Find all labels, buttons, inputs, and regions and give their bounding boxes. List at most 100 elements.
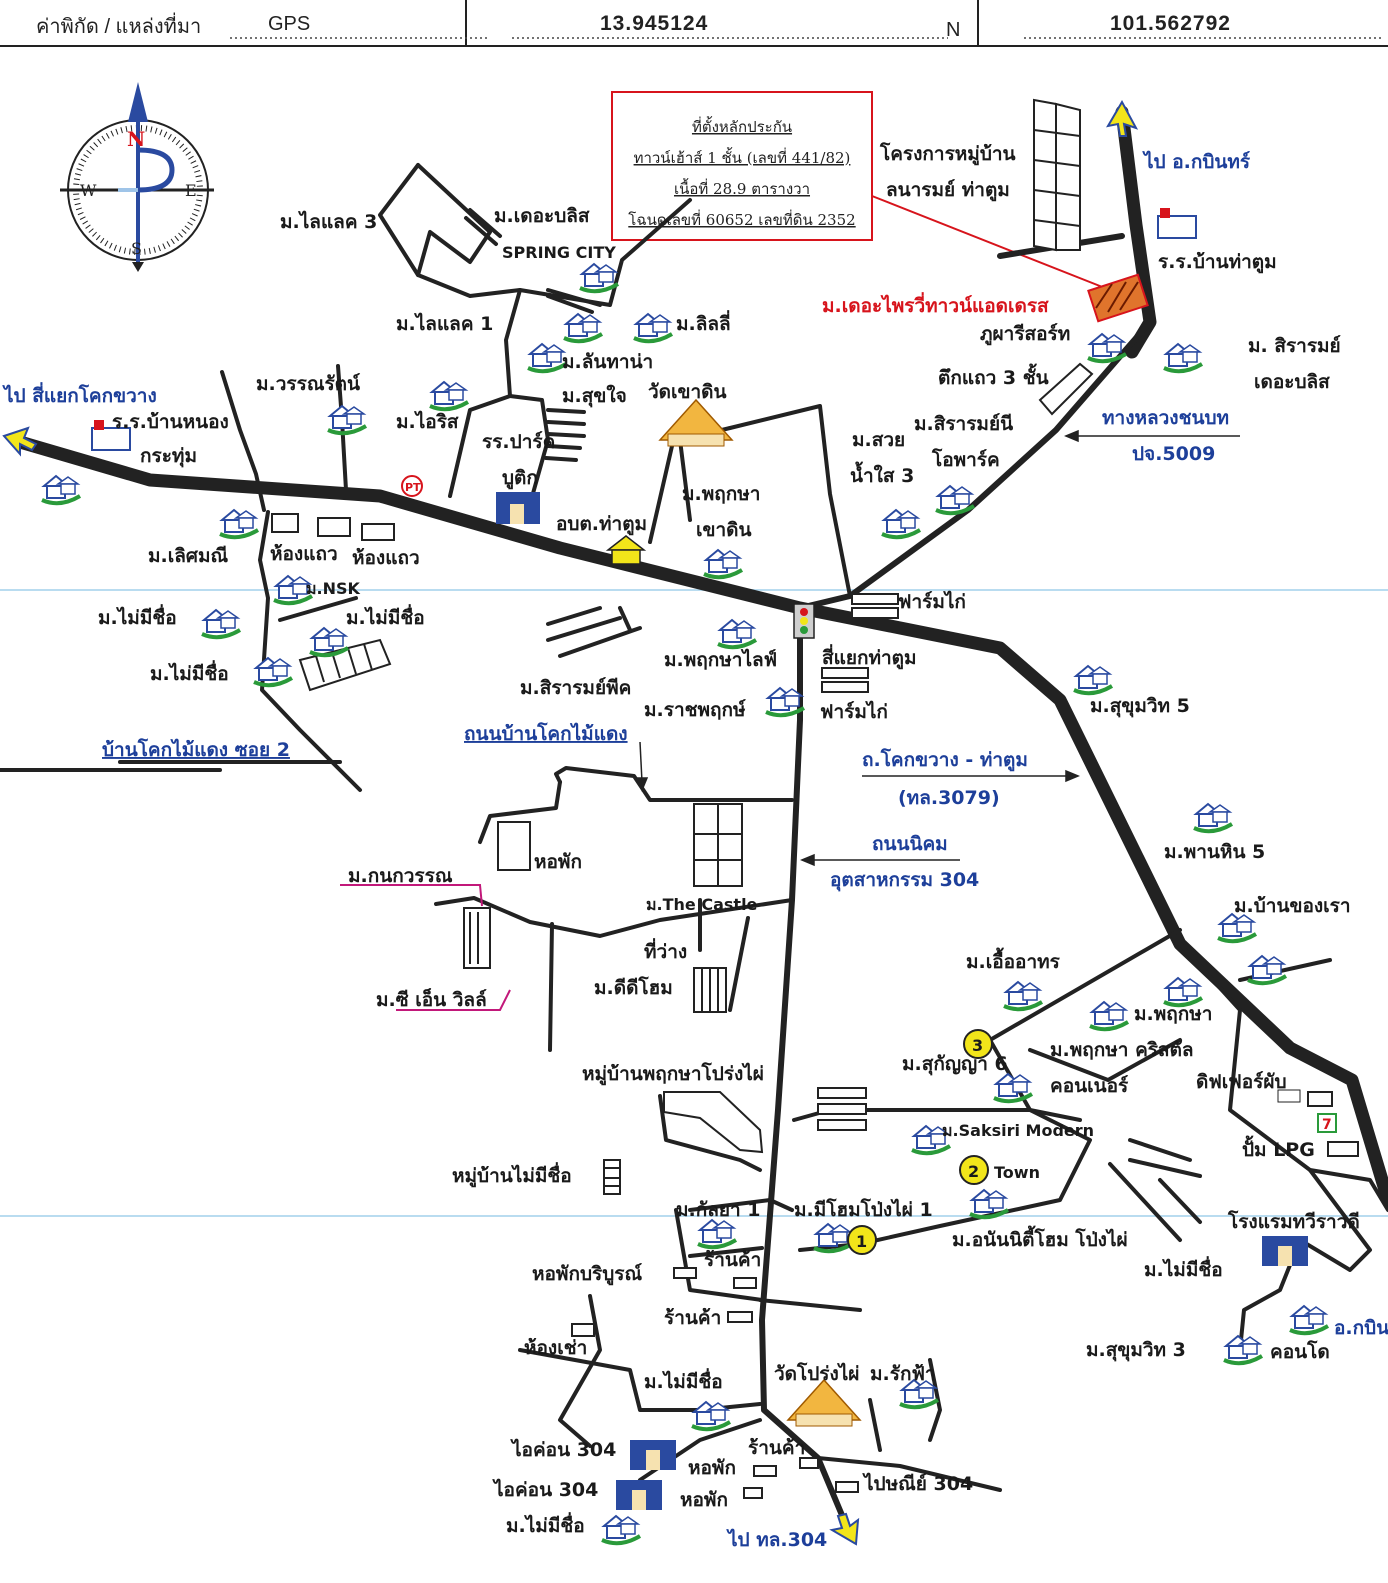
label: ม.วรรณรัตน์ [256,373,360,395]
compass-rose-icon: N S E W [60,82,214,272]
label: ม.เลิศมณี [148,545,228,567]
label: ถ.โคกขวาง - ท่าตูม [862,748,1028,772]
village-house-icon [1247,954,1288,986]
village-house-icon [881,508,922,540]
village-house-icon [527,342,568,374]
label: ม.พฤกษา [682,483,760,505]
marker-1: 1 [847,1225,877,1255]
label: ม.ไม่มีชื่อ [644,1368,723,1393]
office-building-icon [1262,1236,1308,1266]
label: ร้านค้า [704,1249,761,1271]
label: ถนนนิคม [872,833,948,855]
label: สี่แยกท่าตูม [822,644,917,670]
label: ฟาร์มไก่ [898,590,966,613]
label: ภูผารีสอร์ท [980,323,1070,346]
label: ที่ว่าง [644,938,687,963]
label: ม.กัลยา 1 [676,1199,761,1221]
label: ไป ทล.304 [726,1528,827,1551]
traffic-light-icon [793,603,815,639]
village-house-icon [273,574,314,606]
village-house-icon [327,404,368,436]
label: ปจ.5009 [1132,443,1215,465]
label: หอพัก [688,1457,736,1479]
info-box-deed: โฉนดเลขที่ 60652 เลขที่ดิน 2352 [628,209,855,229]
label: ห้องเช่า [524,1337,587,1359]
label: ม.ไม่มีชื่อ [1144,1256,1223,1281]
label: ลนารมย์ ท่าตูม [886,179,1010,202]
label: ห้องแถว [352,547,420,569]
coord-label: ค่าพิกัด / แหล่งที่มา [36,12,201,38]
label: ม.ไม่มีชื่อ [150,660,229,685]
village-house-icon [1163,976,1204,1008]
arrow-to-kokkwang-icon [2,426,38,457]
label: ไอค่อน 304 [492,1478,598,1501]
label: ถนนบ้านโคกไม้แดง [464,722,628,745]
compass-north: N [127,127,145,151]
village-house-icon [1003,980,1044,1012]
village-house-icon [253,656,294,688]
marker-2: 2 [959,1155,989,1185]
label: ม.ไม่มีชื่อ [98,604,177,629]
label: ร้านค้า [664,1307,721,1329]
label: รร.ปาร์ค [482,431,555,453]
label: หอพัก [680,1489,728,1511]
label: หอพัก [534,851,582,873]
info-box-area: เนื้อที่ 28.9 ตารางวา [674,178,810,198]
label: ม.ลิลลี่ [676,310,731,335]
label: ม.อนันนิตี้โฮม โป่งไผ่ [952,1225,1128,1251]
village-house-icon [703,548,744,580]
village-house-icon [717,618,758,650]
village-house-icon [993,1072,1034,1104]
village-house-icon [429,380,470,412]
village-house-icon [697,1218,738,1250]
label: วัดเขาดิน [648,381,727,403]
school-icon [91,420,131,451]
village-house-icon [1163,342,1204,374]
village-house-icon [1289,1304,1330,1336]
village-house-icon [1073,664,1114,696]
label: ม.พฤกษา [1134,1003,1212,1025]
svg-text:PT: PT [405,481,421,494]
svg-text:7: 7 [1322,1117,1332,1133]
label: ม.NSK [306,579,361,598]
convenience-store-icon: 7 [1317,1113,1337,1133]
label: ม. สิรารมย์ [1248,335,1341,357]
village-house-icon [1089,1000,1130,1032]
label: ร.ร.บ้านหนอง [112,411,229,433]
label: อุตสาหกรรม 304 [830,869,979,892]
village-house-icon [899,1378,940,1410]
temple-icon [658,398,734,447]
direction-arrows [635,429,1240,867]
label: ม.ซี เอ็น วิลล์ [376,987,487,1011]
village-house-icon [579,262,620,294]
village-house-icon [969,1188,1010,1220]
village-house-icon [601,1514,642,1546]
label: ม.กนกวรรณ [348,865,453,887]
label: ไป สี่แยกโคกขวาง [2,382,157,407]
property-location-marker [1087,273,1149,323]
label: หมู่บ้านไม่มีชื่อ [452,1162,572,1188]
coordinate-header: ค่าพิกัด / แหล่งที่มา GPS 13.945124 N 10… [0,0,1388,47]
label: ดิฟเฟอร์ผับ [1196,1071,1287,1093]
label: ม.พฤกษาไลฟ์ [664,648,777,671]
label: ม.รักฟ้า [870,1363,936,1385]
label: อบต.ท่าตูม [556,513,647,536]
label: ม.พฤกษา คริสตัล [1050,1039,1194,1061]
label: ม.Saksiri Modern [942,1121,1094,1140]
government-office-icon [605,535,647,565]
label: ทางหลวงชนบท [1102,407,1229,429]
label: ม.ลันทาน่า [562,351,653,373]
latitude-value: 13.945124 [600,12,708,35]
label: ม.ไลแลค 1 [396,312,493,335]
label: คอนโด [1270,1340,1330,1363]
label: ร้านค้า [748,1437,805,1459]
label: ม.สุขุมวิท 3 [1086,1339,1186,1362]
label: โอพาร์ค [931,448,1000,471]
office-building-icon [496,492,540,524]
label: ปั้ม LPG [1242,1135,1315,1161]
village-house-icon [765,686,806,718]
school-icon [1157,208,1197,239]
info-box-title: ที่ตั้งหลักประกัน [692,116,792,136]
marker-2-label: 2 [968,1162,979,1181]
arrow-to-304-icon [829,1512,860,1546]
